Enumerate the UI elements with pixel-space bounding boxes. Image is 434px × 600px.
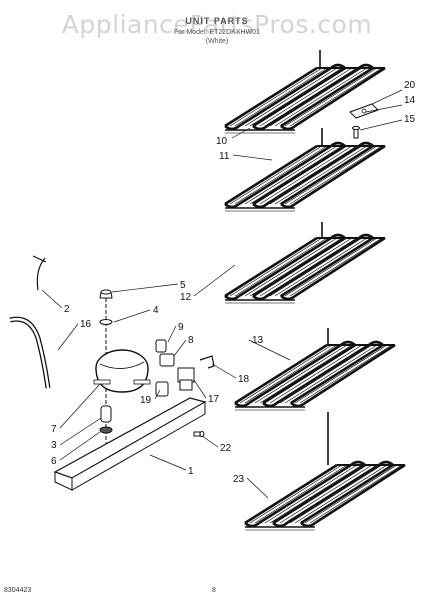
callout-13: 13 [252,335,264,346]
bracket-14 [349,103,379,119]
tube-2 [36,257,46,291]
callout-11: 11 [219,151,230,162]
sleeve-6 [99,426,113,434]
coil-23 [243,460,407,532]
callout-17: 17 [208,394,220,405]
document-number: 8304423 [4,587,32,594]
coil-12 [223,233,387,305]
callout-1: 1 [188,466,194,477]
callout-8: 8 [188,335,194,346]
callout-5: 5 [180,280,186,291]
callout-15: 15 [404,114,416,125]
page-number: 8 [212,587,216,594]
model-line: For Model: ET22DKXHW01 [174,29,260,36]
callout-18: 18 [238,374,250,385]
callout-4: 4 [153,305,159,316]
coil-10 [223,63,387,135]
callout-9: 9 [178,322,184,333]
callout-3: 3 [51,440,57,451]
clip-18 [199,355,215,369]
nut-5 [99,289,113,299]
overload-9 [155,339,167,353]
washer-4 [99,319,113,325]
callout-16: 16 [80,319,92,330]
screw-22 [193,431,205,437]
base-plate-1 [53,397,207,491]
color-line: (White) [205,38,229,45]
callout-20: 20 [404,80,416,91]
callout-14: 14 [404,95,416,106]
relay-8 [159,353,175,367]
callout-19: 19 [140,395,152,406]
callout-6: 6 [51,456,57,467]
callout-10: 10 [216,136,228,147]
diagram-title: UNIT PARTS [185,16,249,26]
grommet-3 [100,405,112,423]
callout-23: 23 [233,474,245,485]
relay-17 [177,367,195,391]
callout-2: 2 [64,304,70,315]
watermark: AppliancePartsPros.com [61,10,373,39]
callout-12: 12 [180,292,192,303]
callout-7: 7 [51,424,57,435]
screw-15 [352,125,360,139]
coil-13 [233,340,397,412]
coil-11 [223,141,387,213]
compressor-7 [93,349,151,393]
callout-22: 22 [220,443,232,454]
